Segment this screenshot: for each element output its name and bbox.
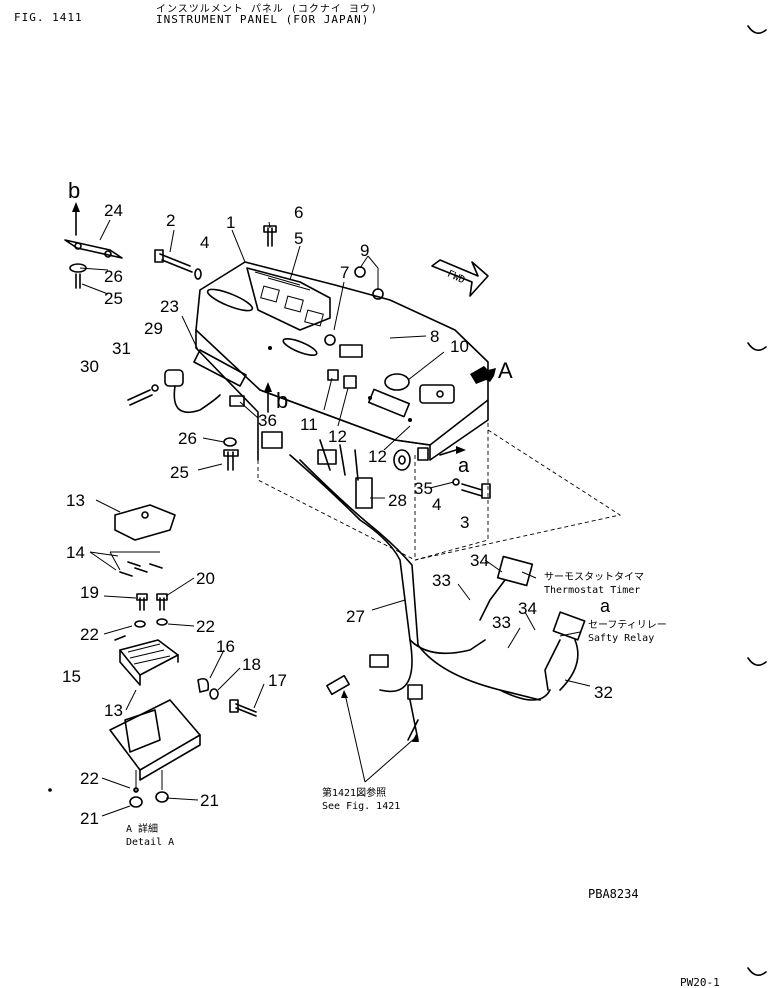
callout-12b: 12 [368, 447, 387, 466]
binder-holes [747, 25, 767, 976]
callout-35: 35 [414, 479, 433, 498]
b-label-mid: b [276, 388, 288, 413]
callout-13a: 13 [66, 491, 85, 510]
callout-34a: 34 [470, 551, 489, 570]
callout-25b: 25 [170, 463, 189, 482]
wire-harness [261, 431, 551, 741]
callout-30: 30 [80, 357, 99, 376]
callout-25a: 25 [104, 289, 123, 308]
callout-17: 17 [268, 671, 287, 690]
callout-10: 10 [450, 337, 469, 356]
detail-a-jp: A 詳細 [126, 822, 158, 835]
relays [479, 555, 586, 691]
callout-2: 2 [166, 211, 175, 230]
callout-19: 19 [80, 583, 99, 602]
bolts-right [393, 447, 491, 499]
callout-21b: 21 [80, 809, 99, 828]
callout-24: 24 [104, 201, 123, 220]
callout-20: 20 [196, 569, 215, 588]
arrow-a-lower: a [439, 446, 470, 477]
callout-8: 8 [430, 327, 439, 346]
b-label-top: b [68, 178, 80, 203]
callout-7: 7 [340, 263, 349, 282]
callout-28: 28 [388, 491, 407, 510]
callout-5: 5 [294, 229, 303, 248]
fwd-label: FWD [445, 269, 466, 287]
callout-numbers: 1 2 3 4 4 5 6 7 8 9 10 11 12 12 13 13 14… [62, 201, 613, 828]
callout-22c: 22 [80, 769, 99, 788]
callout-3: 3 [460, 513, 469, 532]
leader-lines [79, 219, 591, 817]
safety-relay-jp: セーフティリレー [588, 619, 667, 631]
callout-14: 14 [66, 543, 85, 562]
view-a-label: A [498, 358, 513, 383]
thermostat-en: Thermostat Timer [544, 585, 640, 596]
callout-26a: 26 [104, 267, 123, 286]
detail-a [48, 504, 257, 808]
callout-22a: 22 [80, 625, 99, 644]
callout-33b: 33 [492, 613, 511, 632]
see-fig-en: See Fig. 1421 [322, 801, 400, 812]
callout-6: 6 [294, 203, 303, 222]
switch-29 [127, 349, 272, 414]
callout-36: 36 [258, 411, 277, 430]
arrow-a-label: a [458, 455, 470, 477]
washer-bolt-26-25 [223, 437, 239, 471]
callout-32: 32 [594, 683, 613, 702]
callout-12a: 12 [328, 427, 347, 446]
figure-id: FIG. 1411 [14, 11, 83, 24]
callout-33a: 33 [432, 571, 451, 590]
callout-23: 23 [160, 297, 179, 316]
callout-29: 29 [144, 319, 163, 338]
view-arrow-a: A [470, 358, 513, 384]
fuses-14 [119, 561, 163, 577]
callout-9: 9 [360, 241, 369, 260]
safety-relay-en: Safty Relay [588, 633, 654, 644]
callout-18: 18 [242, 655, 261, 674]
notes: サーモスタットタイマ Thermostat Timer セーフティリレー Saf… [126, 571, 667, 848]
drawing-number: PBA8234 [588, 887, 639, 901]
callout-4b: 4 [432, 495, 441, 514]
callout-34b: 34 [518, 599, 537, 618]
callout-21a: 21 [200, 791, 219, 810]
detail-a-en: Detail A [126, 837, 174, 848]
bolts-top [154, 225, 384, 300]
callout-1: 1 [226, 213, 235, 232]
callout-27: 27 [346, 607, 365, 626]
callout-13b: 13 [104, 701, 123, 720]
callout-16: 16 [216, 637, 235, 656]
title-japanese: インスツルメント パネル (コクナイ ヨウ) [156, 4, 378, 15]
see-fig-jp: 第1421図参照 [322, 786, 386, 799]
callout-31: 31 [112, 339, 131, 358]
callout-15: 15 [62, 667, 81, 686]
fwd-arrow: FWD [431, 259, 489, 297]
thermostat-jp: サーモスタットタイマ [544, 571, 644, 583]
a-label-relay: a [600, 596, 611, 616]
page-code: PW20-1 [680, 976, 720, 988]
title-english: INSTRUMENT PANEL (FOR JAPAN) [156, 13, 370, 26]
callout-26b: 26 [178, 429, 197, 448]
callout-4a: 4 [200, 233, 209, 252]
callout-11: 11 [300, 415, 318, 434]
callout-22b: 22 [196, 617, 215, 636]
